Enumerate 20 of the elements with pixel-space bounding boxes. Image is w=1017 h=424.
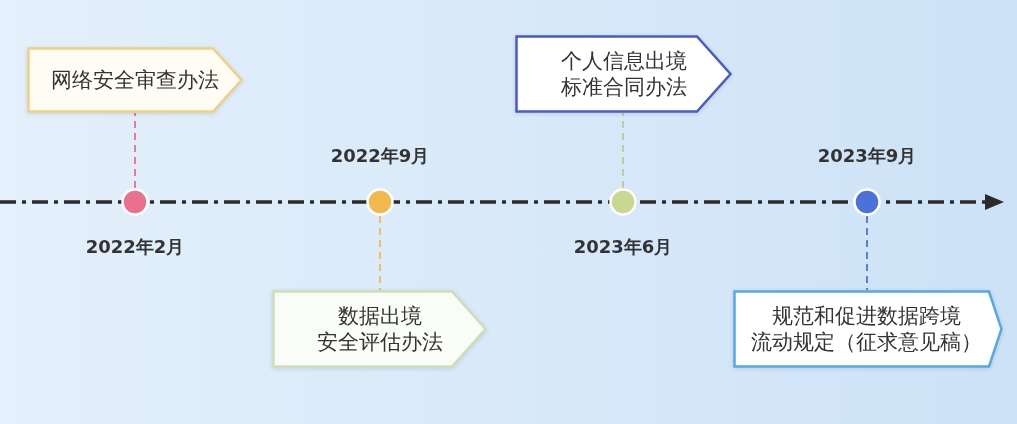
event-tag — [272, 290, 487, 368]
timeline-dot — [853, 188, 881, 216]
date-label: 2022年2月 — [85, 236, 185, 258]
connector-line — [866, 215, 868, 291]
event-tag — [515, 35, 732, 113]
event-title: 网络安全审查办法 — [51, 67, 219, 93]
timeline-dot — [121, 188, 149, 216]
event-tag — [733, 290, 1003, 368]
event-title: 数据出境安全评估办法 — [316, 303, 443, 355]
event-tag — [27, 47, 243, 113]
connector-line — [379, 215, 381, 291]
connector-line — [622, 112, 624, 189]
date-label: 2022年9月 — [330, 145, 430, 167]
date-label: 2023年9月 — [817, 145, 917, 167]
event-title: 个人信息出境标准合同办法 — [560, 48, 687, 100]
timeline-dot — [366, 188, 394, 216]
connector-line — [134, 112, 136, 189]
event-title: 规范和促进数据跨境流动规定（征求意见稿） — [750, 303, 982, 355]
timeline-dot — [609, 188, 637, 216]
date-label: 2023年6月 — [573, 236, 673, 258]
